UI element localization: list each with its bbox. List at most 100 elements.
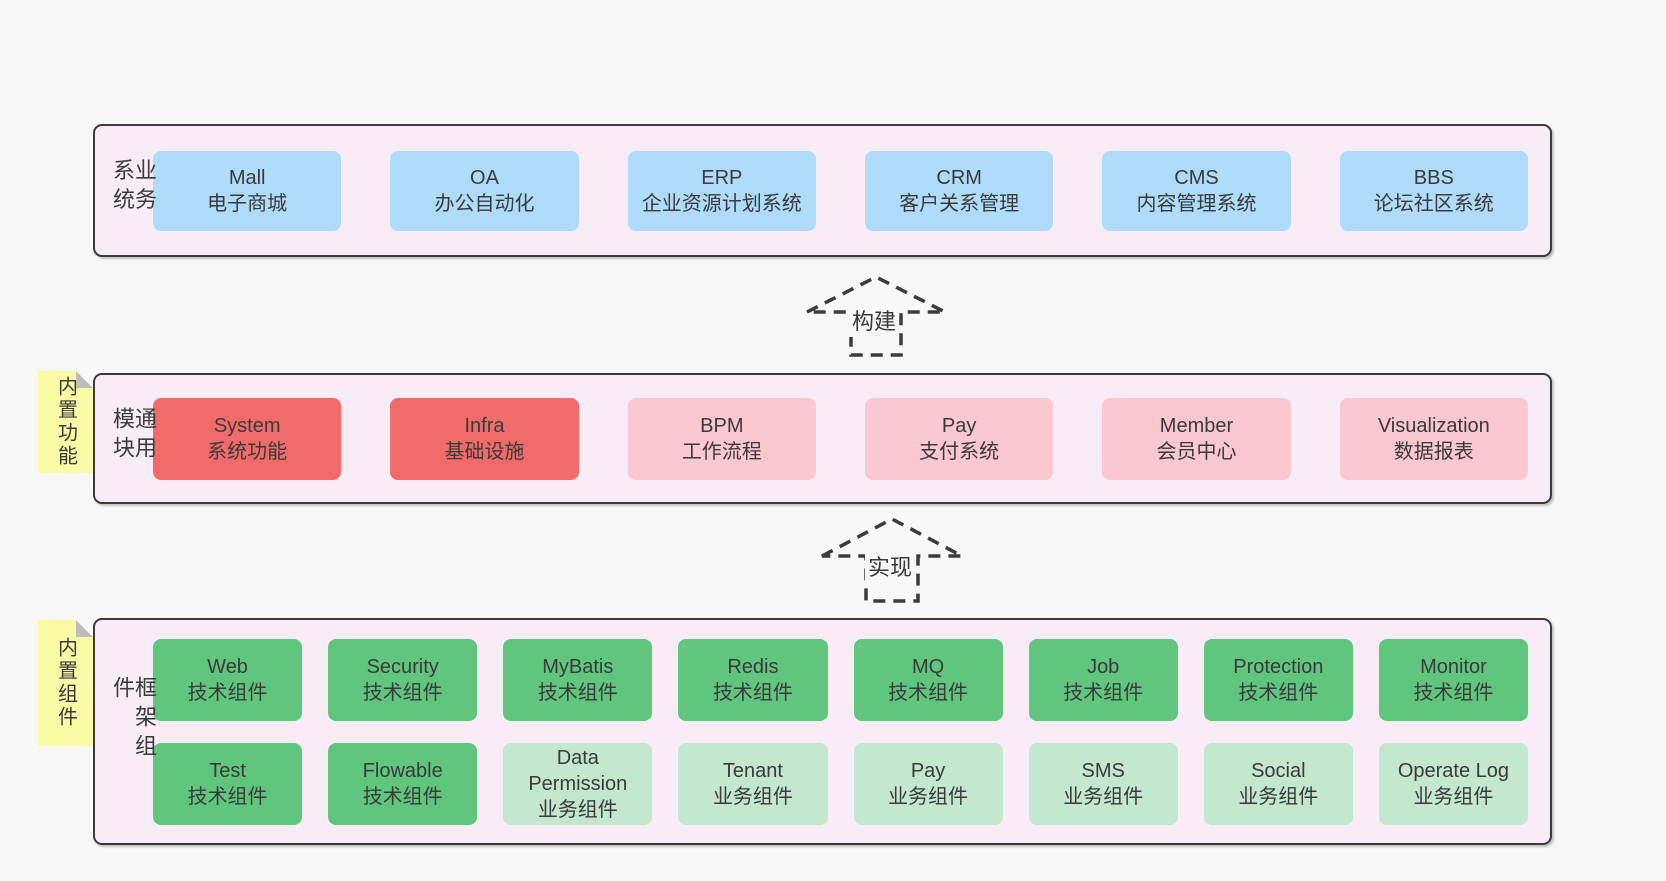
- box-subtitle: 技术组件: [1413, 681, 1494, 704]
- box-subtitle: 基础设施: [444, 440, 525, 463]
- box-subtitle: 技术组件: [888, 681, 969, 704]
- box-title: Pay: [910, 759, 946, 782]
- box-title: Tenant: [722, 759, 783, 782]
- box-title: CRM: [936, 166, 982, 189]
- box-title: Data Permission: [528, 746, 628, 795]
- box-subtitle: 支付系统: [919, 440, 1000, 463]
- folded-corner-icon: [76, 371, 93, 388]
- box-web: Web 技术组件: [153, 638, 303, 721]
- box-title: Mall: [228, 166, 266, 189]
- box-security: Security 技术组件: [328, 638, 478, 721]
- box-title: Redis: [727, 655, 779, 678]
- box-title: System: [213, 414, 281, 437]
- box-title: Infra: [464, 414, 505, 437]
- box-sms: SMS 业务组件: [1028, 742, 1178, 825]
- box-title: BPM: [700, 414, 744, 437]
- box-job: Job 技术组件: [1028, 638, 1178, 721]
- box-protection: Protection 技术组件: [1203, 638, 1353, 721]
- box-title: Social: [1251, 759, 1306, 782]
- band-common-modules: 通用模块 System 系统功能 Infra 基础设施 BPM 工作流程 Pay…: [93, 373, 1552, 504]
- box-bpm: BPM 工作流程: [627, 397, 816, 480]
- box-subtitle: 技术组件: [362, 785, 443, 808]
- box-subtitle: 业务组件: [888, 785, 969, 808]
- band-label-framework-components: 框架组件: [110, 675, 157, 763]
- box-infra: Infra 基础设施: [390, 397, 579, 480]
- box-subtitle: 系统功能: [207, 440, 288, 463]
- arrow-implement: 实现: [820, 514, 964, 604]
- folded-corner-icon: [76, 620, 93, 637]
- box-title: Protection: [1233, 655, 1324, 678]
- box-data-permission: Data Permission 业务组件: [503, 742, 653, 825]
- box-subtitle: 论坛社区系统: [1373, 192, 1494, 215]
- box-title: SMS: [1081, 759, 1125, 782]
- box-title: Operate Log: [1397, 759, 1510, 782]
- box-title: Web: [207, 655, 248, 678]
- arrow-build: 构建: [805, 272, 947, 358]
- box-erp: ERP 企业资源计划系统: [627, 150, 816, 231]
- box-subtitle: 工作流程: [681, 440, 762, 463]
- box-test: Test 技术组件: [153, 742, 303, 825]
- band-framework-components: 框架组件 Web 技术组件 Security 技术组件 MyBatis 技术组件…: [93, 618, 1552, 845]
- box-subtitle: 业务组件: [1413, 785, 1494, 808]
- box-social: Social 业务组件: [1203, 742, 1353, 825]
- box-mall: Mall 电子商城: [153, 150, 342, 231]
- band-label-business-systems: 业务系统: [110, 158, 157, 217]
- box-flowable: Flowable 技术组件: [328, 742, 478, 825]
- box-subtitle: 技术组件: [712, 681, 793, 704]
- sticky-note-built-in-functions: 内置功能: [38, 371, 93, 473]
- box-subtitle: 客户关系管理: [899, 192, 1020, 215]
- business-systems-boxes: Mall 电子商城 OA 办公自动化 ERP 企业资源计划系统 CRM 客户关系…: [153, 150, 1528, 231]
- box-subtitle: 技术组件: [187, 785, 268, 808]
- box-title: CMS: [1174, 166, 1219, 189]
- box-title: Job: [1087, 655, 1120, 678]
- box-subtitle: 业务组件: [712, 785, 793, 808]
- box-subtitle: 电子商城: [207, 192, 288, 215]
- box-subtitle: 企业资源计划系统: [641, 192, 802, 215]
- box-title: OA: [470, 166, 499, 189]
- box-subtitle: 技术组件: [1238, 681, 1319, 704]
- box-title: MyBatis: [542, 655, 614, 678]
- box-cms: CMS 内容管理系统: [1102, 150, 1291, 231]
- box-system: System 系统功能: [153, 397, 342, 480]
- sticky-note-built-in-components: 内置组件: [38, 620, 93, 746]
- box-subtitle: 业务组件: [1238, 785, 1319, 808]
- box-title: Visualization: [1377, 414, 1490, 437]
- box-monitor: Monitor 技术组件: [1378, 638, 1528, 721]
- box-subtitle: 技术组件: [1063, 681, 1144, 704]
- box-mybatis: MyBatis 技术组件: [503, 638, 653, 721]
- box-operate-log: Operate Log 业务组件: [1378, 742, 1528, 825]
- box-title: Flowable: [362, 759, 443, 782]
- arrow-build-label: 构建: [848, 303, 900, 337]
- box-title: Member: [1159, 414, 1234, 437]
- box-title: Test: [209, 759, 246, 782]
- box-oa: OA 办公自动化: [390, 150, 579, 231]
- box-title: MQ: [911, 655, 945, 678]
- box-subtitle: 业务组件: [1063, 785, 1144, 808]
- box-redis: Redis 技术组件: [678, 638, 828, 721]
- box-subtitle: 内容管理系统: [1136, 192, 1257, 215]
- box-title: ERP: [701, 166, 743, 189]
- box-subtitle: 技术组件: [537, 681, 618, 704]
- note-label: 内置功能: [54, 376, 77, 468]
- box-subtitle: 办公自动化: [434, 192, 535, 215]
- band-business-systems: 业务系统 Mall 电子商城 OA 办公自动化 ERP 企业资源计划系统 CRM…: [93, 124, 1552, 257]
- box-subtitle: 技术组件: [362, 681, 443, 704]
- note-label: 内置组件: [54, 637, 77, 729]
- band-label-common-modules: 通用模块: [110, 406, 157, 465]
- box-subtitle: 业务组件: [537, 798, 618, 821]
- box-title: Security: [366, 655, 439, 678]
- box-crm: CRM 客户关系管理: [864, 150, 1054, 231]
- box-pay-component: Pay 业务组件: [853, 742, 1003, 825]
- box-subtitle: 技术组件: [187, 681, 268, 704]
- box-bbs: BBS 论坛社区系统: [1339, 150, 1528, 231]
- box-subtitle: 数据报表: [1393, 440, 1474, 463]
- box-title: Monitor: [1420, 655, 1487, 678]
- box-member: Member 会员中心: [1102, 397, 1291, 480]
- box-mq: MQ 技术组件: [853, 638, 1003, 721]
- box-title: Pay: [941, 414, 977, 437]
- box-subtitle: 会员中心: [1156, 440, 1237, 463]
- framework-components-boxes: Web 技术组件 Security 技术组件 MyBatis 技术组件 Redi…: [153, 638, 1528, 825]
- box-title: BBS: [1413, 166, 1454, 189]
- box-tenant: Tenant 业务组件: [678, 742, 828, 825]
